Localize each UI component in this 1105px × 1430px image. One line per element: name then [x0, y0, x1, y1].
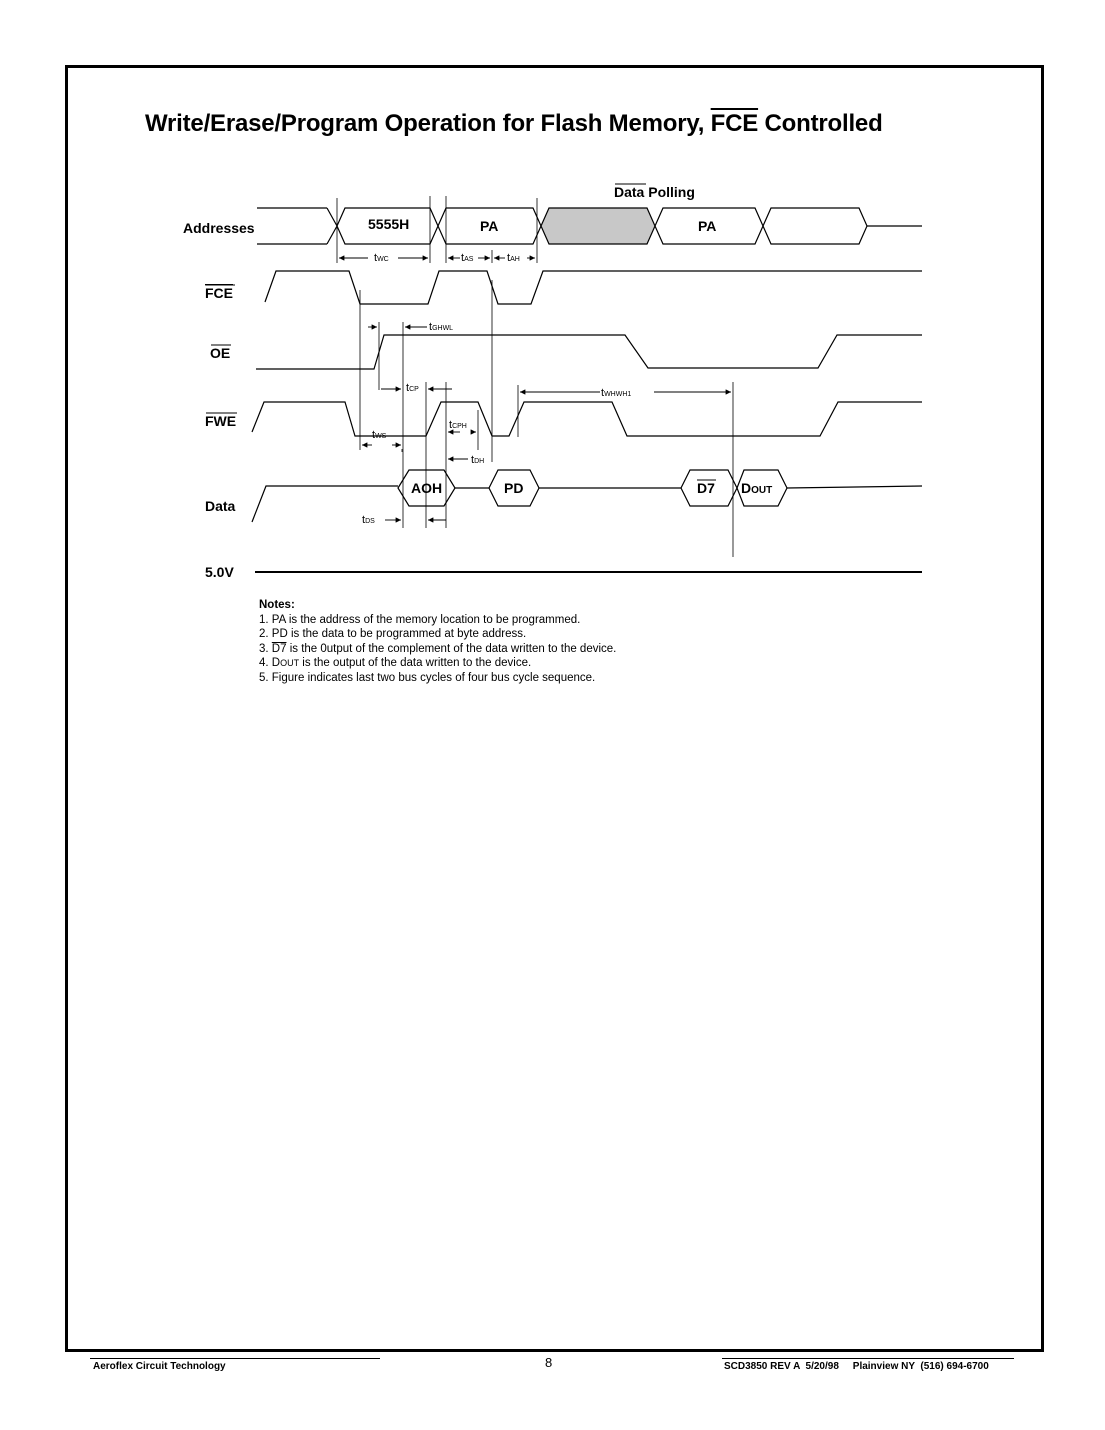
bus-pd: PD — [504, 480, 523, 496]
note-3: 3. D7 is the 0utput of the complement of… — [259, 642, 617, 655]
timing-tah: tAH — [507, 252, 520, 264]
footer-doc-info: SCD3850 REV A 5/20/98 Plainview NY (516)… — [724, 1361, 989, 1372]
footer-left-rule — [90, 1358, 380, 1359]
timing-tcp: tCP — [406, 382, 419, 394]
timing-tas: tAS — [461, 252, 474, 264]
note-1: 1. PA is the address of the memory locat… — [259, 613, 581, 626]
page-title: Write/Erase/Program Operation for Flash … — [145, 110, 883, 137]
note-4: 4. DOUT is the output of the data writte… — [259, 657, 532, 669]
timing-tds: tDS — [362, 514, 375, 526]
footer-company: Aeroflex Circuit Technology — [93, 1361, 226, 1372]
bus-5555h: 5555H — [368, 216, 409, 232]
page-number: 8 — [545, 1355, 553, 1370]
page-frame — [65, 65, 1044, 1352]
footer-right-rule — [722, 1358, 1014, 1359]
timing-tghwl: tGHWL — [429, 321, 453, 333]
bus-d7: D7 — [697, 480, 715, 496]
reference-lines — [336, 196, 734, 557]
timing-tdh: tDH — [471, 454, 484, 466]
note-2: 2. PD is the data to be programmed at by… — [259, 628, 527, 640]
fce-waveform — [264, 270, 922, 305]
timing-tws: tWS — [372, 429, 387, 441]
fwe-waveform — [251, 401, 922, 437]
timing-twc: tWC — [374, 252, 389, 264]
bus-pa-1: PA — [480, 218, 498, 234]
note-5: 5. Figure indicates last two bus cycles … — [259, 671, 596, 684]
addresses-waveform — [257, 207, 922, 245]
label-vcc: 5.0V — [205, 564, 234, 580]
bus-pa-2: PA — [698, 218, 716, 234]
oe-waveform — [256, 334, 922, 370]
label-oe: OE — [210, 345, 230, 361]
label-addresses: Addresses — [183, 220, 255, 236]
data-polling-cycle — [540, 207, 656, 245]
title-overbar: FCE — [710, 110, 759, 137]
notes-heading: Notes: — [259, 599, 295, 611]
label-fwe: FWE — [205, 413, 236, 429]
label-data: Data — [205, 498, 236, 514]
timing-tcph: tCPH — [449, 419, 467, 431]
notes: Notes: 1. PA is the address of the memor… — [259, 598, 616, 685]
data-waveform — [251, 469, 923, 523]
label-fce: FCE — [205, 285, 233, 301]
timing-twhwh1: tWHWH1 — [601, 387, 631, 399]
bus-aoh: AOH — [411, 480, 442, 496]
data-polling-label: Data Polling — [614, 184, 695, 200]
bus-dout: DOUT — [741, 480, 772, 496]
